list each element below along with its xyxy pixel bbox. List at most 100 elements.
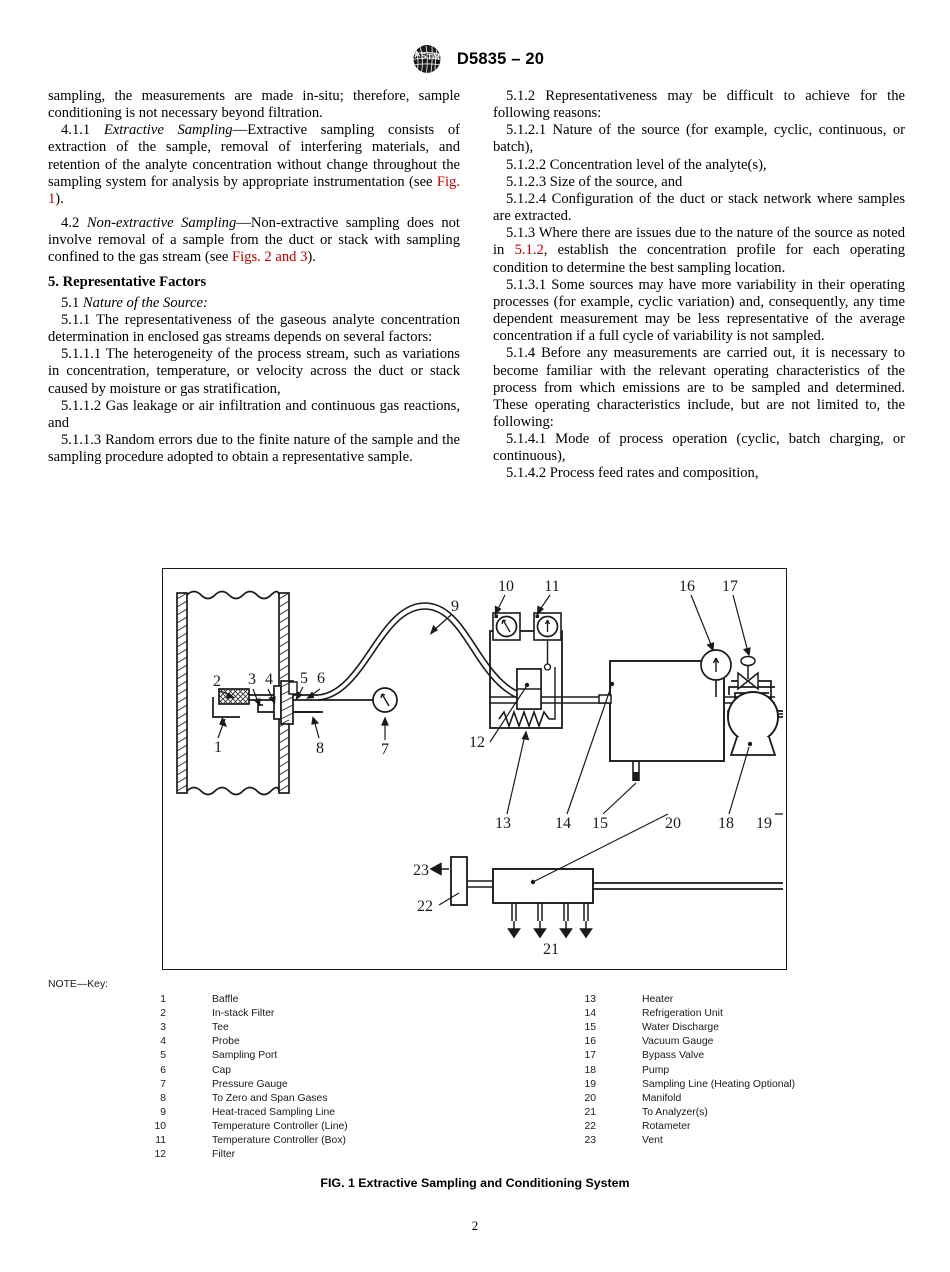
key-label: Pressure Gauge	[212, 1078, 288, 1090]
figure-1-diagram: 1 2 3 4 5 6 7 8 9 10 11 12 13 14 15 16 1…	[162, 568, 787, 970]
key-label: Baffle	[212, 994, 239, 1006]
callout-15: 15	[592, 815, 608, 832]
note-key-label: NOTE—Key:	[48, 979, 109, 990]
key-number: 4	[160, 1036, 166, 1048]
key-item: 23 Vent	[478, 1134, 908, 1148]
callout-9: 9	[451, 598, 459, 615]
extractive-sampling-schematic: 1 2 3 4 5 6 7 8 9 10 11 12 13 14 15 16 1…	[176, 578, 783, 958]
key-label: Sampling Line (Heating Optional)	[642, 1078, 796, 1090]
clause-body: —Non-extractive sampling does not involv…	[48, 215, 460, 266]
paragraph-5-1: 5.1 Nature of the Source:	[48, 295, 460, 312]
key-item: 16 Vacuum Gauge	[478, 1035, 908, 1049]
paragraph-5-1-1-2: 5.1.1.2 Gas leakage or air infiltration …	[48, 397, 460, 431]
paragraph-5-1-2-3: 5.1.2.3 Size of the source, and	[506, 173, 683, 190]
astm-logo-icon: A S T M	[412, 45, 441, 74]
callout-22: 22	[417, 898, 433, 915]
key-number: 12	[154, 1149, 166, 1161]
callout-11: 11	[544, 578, 559, 595]
callout-23: 23	[413, 862, 429, 879]
callout-3: 3	[248, 671, 256, 688]
clause-number: 4.2	[61, 215, 80, 232]
key-label: Heat-traced Sampling Line	[212, 1106, 336, 1118]
key-item: 12 Filter	[48, 1148, 478, 1162]
paragraph-5-1-3-1: 5.1.3.1 Some sources may have more varia…	[493, 276, 905, 345]
page-header: A S T M D5835 – 20	[0, 44, 950, 74]
key-label: Filter	[212, 1149, 236, 1161]
key-number: 13	[584, 994, 596, 1006]
callout-6: 6	[317, 670, 325, 687]
clause-body-tail: ).	[55, 190, 64, 207]
key-label: Temperature Controller (Box)	[212, 1135, 346, 1147]
key-label: Pump	[642, 1064, 670, 1076]
paragraph-5-1-1-3: 5.1.1.3 Random errors due to the finite …	[48, 431, 460, 466]
link-figs-2-and-3[interactable]: Figs. 2 and 3	[231, 249, 308, 266]
callout-7: 7	[381, 741, 389, 758]
svg-text:A: A	[413, 49, 420, 60]
key-number: 19	[584, 1078, 596, 1090]
key-label: Rotameter	[642, 1120, 691, 1132]
document-designation: D5835 – 20	[456, 49, 545, 68]
callout-20: 20	[665, 815, 681, 832]
key-number: 2	[160, 1008, 166, 1020]
key-label: Sampling Port	[212, 1050, 278, 1062]
callout-16: 16	[679, 578, 695, 595]
clause-body: 5.1.3 Where there are issues due to the …	[493, 225, 905, 259]
section-heading-5: 5. Representative Factors	[48, 273, 207, 290]
body-columns: sampling, the measurements are made in-s…	[48, 88, 906, 483]
key-label: Vacuum Gauge	[642, 1036, 714, 1048]
callout-8: 8	[316, 740, 324, 757]
paragraph-5-1-2-2: 5.1.2.2 Concentration level of the analy…	[506, 156, 767, 173]
key-label: In-stack Filter	[212, 1008, 275, 1020]
callout-18: 18	[718, 815, 734, 832]
key-number: 8	[160, 1092, 166, 1104]
clause-number: 5.1	[61, 294, 80, 311]
link-clause-5-1-2[interactable]: 5.1.2	[514, 242, 544, 259]
key-label: To Analyzer(s)	[642, 1106, 708, 1118]
key-item: 13 Heater	[478, 993, 908, 1007]
paragraph-5-1-3: 5.1.3 Where there are issues due to the …	[493, 225, 905, 276]
key-item: 19 Sampling Line (Heating Optional)	[478, 1078, 908, 1092]
key-label: Water Discharge	[642, 1022, 719, 1034]
figure-caption: FIG. 1 Extractive Sampling and Condition…	[320, 1176, 630, 1190]
paragraph-5-1-1: 5.1.1 The representativeness of the gase…	[48, 311, 460, 346]
svg-text:M: M	[432, 51, 440, 62]
key-label: Vent	[642, 1135, 663, 1147]
key-number: 20	[584, 1092, 596, 1104]
paragraph-5-1-4-2: 5.1.4.2 Process feed rates and compositi…	[506, 465, 759, 482]
paragraph-5-1-4-1: 5.1.4.1 Mode of process operation (cycli…	[493, 431, 905, 465]
link-fig-1[interactable]: Fig. 1	[48, 173, 460, 207]
left-column: sampling, the measurements are made in-s…	[48, 88, 460, 483]
paragraph-5-1-2: 5.1.2 Representativeness may be difficul…	[493, 88, 905, 122]
key-number: 16	[584, 1036, 596, 1048]
key-item: 5 Sampling Port	[48, 1049, 478, 1063]
clause-number: 4.1.1	[61, 122, 91, 139]
paragraph-4-2: 4.2 Non-extractive Sampling—Non-extracti…	[48, 215, 460, 266]
paragraph-5-1-2-1: 5.1.2.1 Nature of the source (for exampl…	[493, 122, 905, 156]
clause-body-tail: , establish the concentration profile fo…	[493, 242, 906, 276]
svg-text:S: S	[420, 51, 427, 61]
key-number: 23	[584, 1135, 596, 1147]
clause-title: Nature of the Source:	[82, 294, 208, 311]
key-number: 5	[160, 1050, 166, 1062]
key-number: 6	[160, 1064, 166, 1076]
callout-4: 4	[265, 671, 273, 688]
key-label: Bypass Valve	[642, 1050, 705, 1062]
clause-title: Non-extractive Sampling	[86, 215, 237, 232]
callout-2: 2	[213, 673, 221, 690]
clause-body: —Extractive sampling consists of extract…	[48, 122, 460, 190]
key-label: Heater	[642, 994, 674, 1006]
key-item: 2 In-stack Filter	[48, 1007, 478, 1021]
callout-13: 13	[495, 815, 511, 832]
callout-1: 1	[214, 739, 222, 756]
